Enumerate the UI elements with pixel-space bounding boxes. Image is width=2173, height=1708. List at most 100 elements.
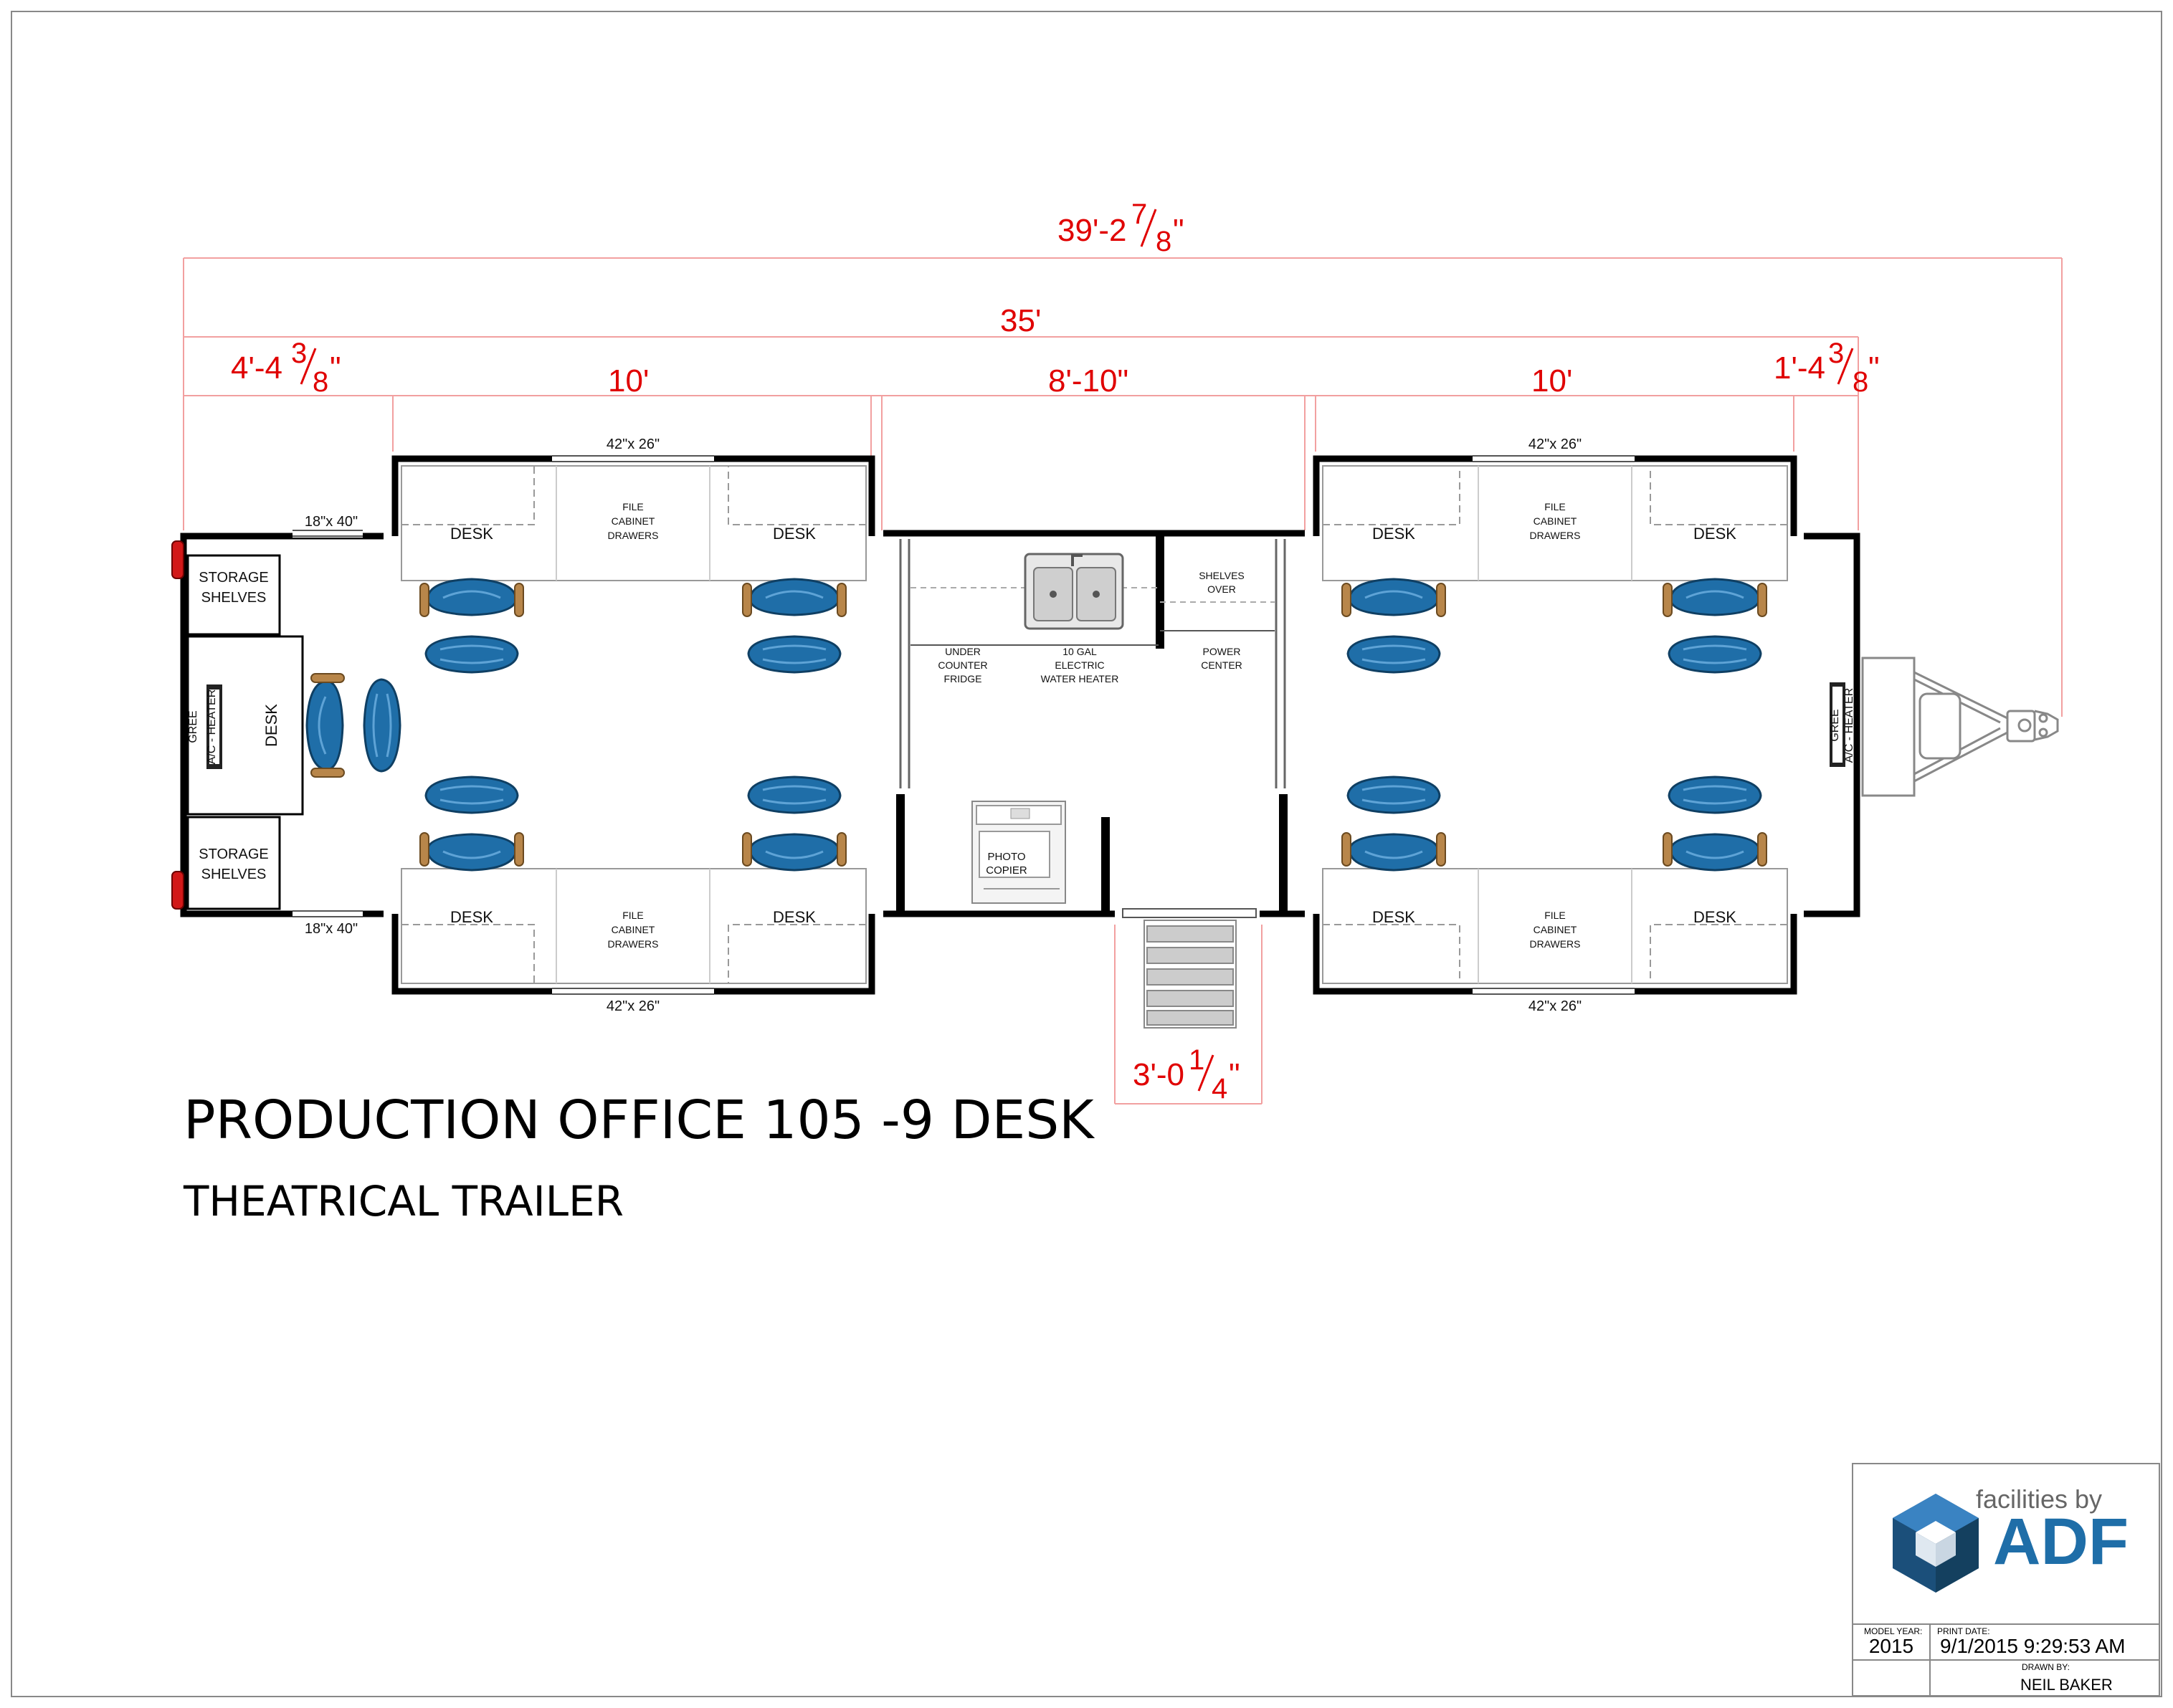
tail-lights [171, 540, 184, 910]
svg-text:DRAWERS: DRAWERS [1529, 938, 1580, 950]
svg-text:FILE: FILE [622, 910, 644, 921]
svg-text:CABINET: CABINET [612, 924, 655, 935]
window-label-front-bottom: 18"x 40" [305, 921, 358, 937]
partitions [896, 536, 1288, 914]
chair-left-top-1 [419, 578, 525, 674]
sink [1024, 553, 1124, 630]
svg-text:3'-0: 3'-0 [1133, 1057, 1184, 1092]
svg-text:3: 3 [1828, 338, 1844, 369]
brand-small: facilities by [1976, 1484, 2102, 1514]
front-desk: DESK [186, 635, 304, 816]
trailer-hitch [1861, 657, 2059, 797]
desk-bay-left-bottom: DESK DESK FILE CABINET DRAWERS 42"x 26" [401, 868, 867, 1014]
desk-bay-left-top: DESK DESK FILE CABINET DRAWERS 42"x 26" [401, 436, 867, 581]
svg-text:POWER: POWER [1203, 646, 1241, 657]
adf-logo-mark [1893, 1494, 1979, 1593]
dim-left-office: 10' [608, 363, 649, 399]
svg-text:": " [1868, 350, 1880, 386]
chair-left-top-2 [741, 578, 847, 674]
title-block [1852, 1463, 2160, 1697]
chair-right-top-2 [1662, 578, 1768, 674]
svg-text:DRAWERS: DRAWERS [607, 938, 658, 950]
print-date-value: 9/1/2015 9:29:53 AM [1940, 1635, 2125, 1657]
svg-text:": " [330, 350, 341, 386]
svg-text:1: 1 [1189, 1044, 1204, 1076]
svg-text:A/C - HEATER: A/C - HEATER [206, 690, 218, 765]
dim-front: 4'-4 3 8 " [231, 338, 341, 398]
dim-right-office: 10' [1531, 363, 1572, 399]
svg-text:CENTER: CENTER [1201, 659, 1242, 671]
desk-bay-right-top: DESK DESK FILE CABINET DRAWERS 42"x 26" [1322, 436, 1788, 581]
svg-text:STORAGE: STORAGE [199, 570, 268, 586]
door-jambs [899, 539, 1286, 788]
svg-text:": " [1173, 213, 1184, 248]
svg-text:42"x 26": 42"x 26" [1528, 436, 1582, 452]
svg-text:GREE: GREE [187, 710, 199, 743]
chair-right-bottom-2 [1662, 776, 1768, 872]
drawn-by-label: DRAWN BY: [2022, 1662, 2070, 1672]
svg-text:A/C - HEATER: A/C - HEATER [1843, 688, 1855, 763]
galley-labels: UNDER COUNTER FRIDGE 10 GAL ELECTRIC WAT… [938, 570, 1244, 684]
svg-text:DESK: DESK [1693, 908, 1736, 926]
svg-text:1'-4: 1'-4 [1774, 350, 1825, 386]
sheet-border [11, 11, 2162, 1697]
svg-text:8: 8 [1156, 226, 1171, 257]
svg-text:FRIDGE: FRIDGE [944, 673, 982, 684]
svg-text:CABINET: CABINET [612, 515, 655, 527]
svg-text:SHELVES: SHELVES [1199, 570, 1245, 581]
svg-text:DESK: DESK [773, 908, 816, 926]
dim-steps: 3'-0 1 4 " [1133, 1044, 1240, 1105]
svg-text:FILE: FILE [1544, 501, 1566, 512]
svg-text:CABINET: CABINET [1534, 924, 1577, 935]
svg-text:DESK: DESK [450, 525, 493, 543]
svg-text:FILE: FILE [622, 501, 644, 512]
front-storage-top: STORAGE SHELVES [186, 554, 281, 636]
svg-text:CABINET: CABINET [1534, 515, 1577, 527]
brand-large: ADF [1993, 1505, 2129, 1578]
svg-text:DESK: DESK [262, 704, 280, 747]
svg-text:FILE: FILE [1544, 910, 1566, 921]
window-label-front-top: 18"x 40" [305, 514, 358, 530]
photo-copier: PHOTO COPIER [971, 801, 1066, 904]
windows [293, 453, 1635, 997]
svg-text:DRAWERS: DRAWERS [607, 530, 658, 541]
front-chair [305, 672, 401, 778]
svg-text:SHELVES: SHELVES [201, 590, 267, 606]
chair-right-bottom-1 [1341, 776, 1447, 872]
svg-text:3: 3 [291, 338, 307, 369]
svg-text:SHELVES: SHELVES [201, 867, 267, 882]
svg-text:DESK: DESK [1693, 525, 1736, 543]
front-ac-heater: GREE A/C - HEATER [187, 684, 222, 769]
svg-text:39'-2: 39'-2 [1057, 213, 1126, 248]
dim-body: 35' [1000, 303, 1041, 338]
drawing-title: PRODUCTION OFFICE 105 -9 DESK [184, 1089, 1095, 1151]
svg-text:4'-4: 4'-4 [231, 350, 282, 386]
svg-text:42"x 26": 42"x 26" [607, 998, 660, 1014]
dim-rear: 1'-4 3 8 " [1774, 338, 1880, 398]
dimension-lines [183, 257, 2063, 1105]
drawn-by-value: NEIL BAKER [2020, 1676, 2113, 1694]
svg-text:42"x 26": 42"x 26" [1528, 998, 1582, 1014]
svg-text:7: 7 [1131, 199, 1147, 230]
front-storage-bottom: STORAGE SHELVES [186, 816, 281, 910]
chair-left-bottom-2 [741, 776, 847, 872]
svg-text:PHOTO: PHOTO [987, 851, 1025, 863]
desk-bay-right-bottom: DESK DESK FILE CABINET DRAWERS 42"x 26" [1322, 868, 1788, 1014]
chair-right-top-1 [1341, 578, 1447, 674]
svg-text:DESK: DESK [1372, 908, 1415, 926]
svg-text:GREE: GREE [1829, 709, 1841, 741]
entry-steps [1122, 908, 1257, 1029]
svg-text:OVER: OVER [1207, 583, 1236, 595]
svg-text:DESK: DESK [450, 908, 493, 926]
svg-text:WATER HEATER: WATER HEATER [1041, 673, 1119, 684]
svg-text:10 GAL: 10 GAL [1062, 646, 1097, 657]
rear-ac-heater: GREE A/C - HEATER [1829, 682, 1855, 767]
svg-text:DRAWERS: DRAWERS [1529, 530, 1580, 541]
svg-text:42"x 26": 42"x 26" [607, 436, 660, 452]
svg-text:STORAGE: STORAGE [199, 846, 268, 862]
svg-text:UNDER: UNDER [945, 646, 981, 657]
drawing-subtitle: THEATRICAL TRAILER [183, 1177, 624, 1226]
svg-text:ELECTRIC: ELECTRIC [1055, 659, 1104, 671]
model-year-label: MODEL YEAR: [1864, 1626, 1922, 1636]
